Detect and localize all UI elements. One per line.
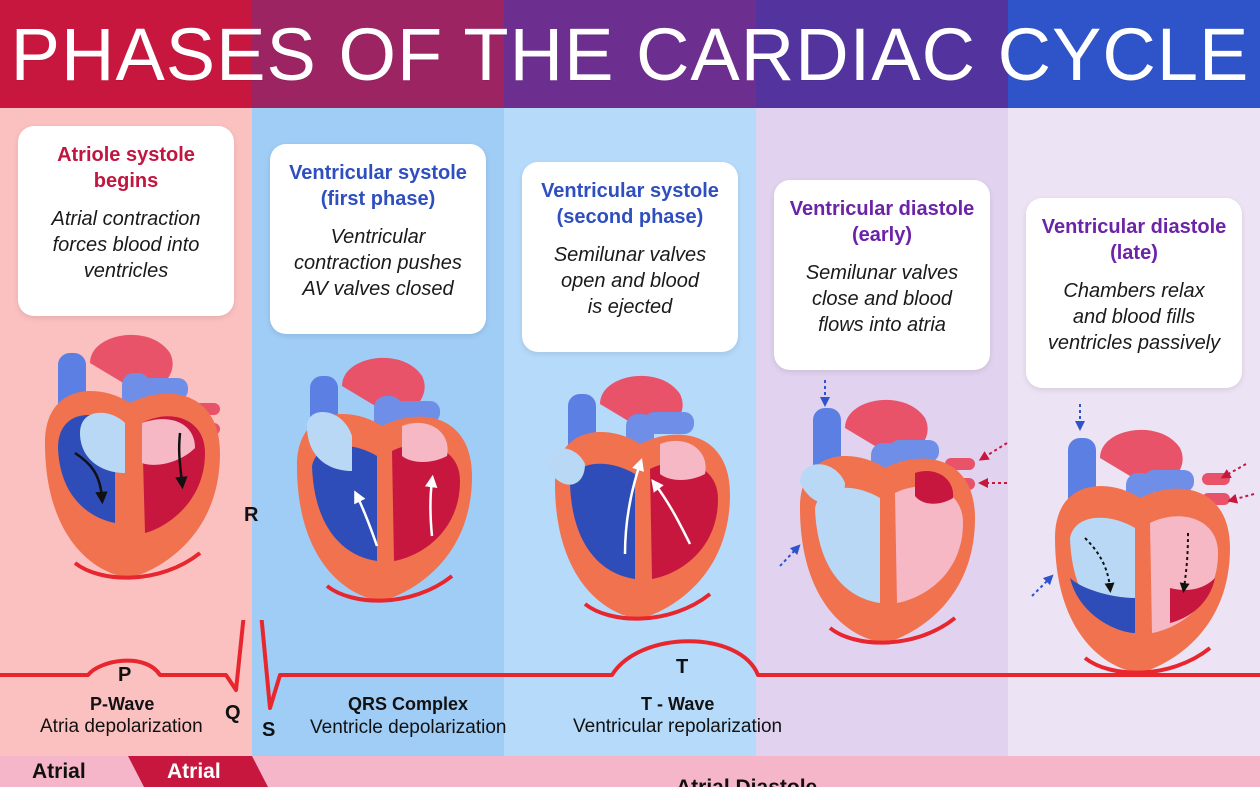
qrs-complex-label: QRS Complex	[348, 694, 469, 714]
phase-title: Atriole systole begins	[28, 142, 224, 194]
phase-card-5: Ventricular diastole (late) Chambers rel…	[1026, 198, 1242, 388]
phase-desc-line: ventricles passively	[1047, 332, 1221, 354]
banner-segment-2	[252, 0, 504, 108]
phase-title-line: (first phase)	[320, 188, 436, 210]
phase-card-2: Ventricular systole (first phase) Ventri…	[270, 144, 486, 334]
phase-card-1: Atriole systole begins Atrial contractio…	[18, 126, 234, 316]
phase-title-line: Ventricular diastole	[1041, 216, 1227, 238]
banner-segment-5	[1008, 0, 1260, 108]
phase-desc-line: ventricles	[83, 260, 169, 282]
banner-segment-4	[756, 0, 1008, 108]
title-banner	[0, 0, 1260, 108]
phase-title-line: Ventricular systole	[541, 180, 719, 202]
t-wave-description: Ventricular repolarization	[573, 716, 783, 737]
phase-title: Ventricular systole (second phase)	[532, 178, 728, 230]
phase-title-line: (early)	[851, 224, 913, 246]
phase-desc-line: flows into atria	[818, 314, 946, 336]
phase-desc-line: AV valves closed	[302, 278, 454, 300]
phase-desc-line: Chambers relax	[1063, 280, 1205, 302]
phase-title: Ventricular diastole (late)	[1036, 214, 1232, 266]
ecg-line	[0, 620, 1260, 710]
phase-card-4: Ventricular diastole (early) Semilunar v…	[774, 180, 990, 370]
heart-icon	[297, 357, 472, 603]
banner-segment-3	[504, 0, 756, 108]
heart-icon	[45, 334, 220, 580]
heart-icon	[545, 375, 730, 621]
phase-desc-line: Atrial contraction	[51, 208, 201, 230]
phase-desc-line: Ventricular	[330, 226, 426, 248]
phase-card-3: Ventricular systole (second phase) Semil…	[522, 162, 738, 352]
phase-desc-line: open and blood	[561, 270, 699, 292]
ecg-point-q: Q	[225, 702, 241, 724]
phase-desc-line: Semilunar valves	[553, 244, 707, 266]
phase-title-line: (late)	[1110, 242, 1158, 264]
phase-description: Atrial contraction forces blood into ven…	[28, 206, 224, 284]
phase-title-line: (second phase)	[556, 206, 704, 228]
phase-title-line: Ventricular diastole	[789, 198, 975, 220]
page-title: PHASES OF THE CARDIAC CYCLE	[10, 12, 1250, 96]
phase-title: Ventricular systole (first phase)	[280, 160, 476, 212]
heart-icon	[1031, 404, 1255, 675]
heart-illustrations	[45, 334, 1255, 675]
phase-desc-line: forces blood into	[52, 234, 200, 256]
phase-description: Semilunar valves open and blood is eject…	[532, 242, 728, 320]
bottom-label-atrial-2: Atrial	[167, 760, 221, 783]
phase-desc-line: close and blood	[811, 288, 953, 310]
phase-title-line: Ventricular systole	[289, 162, 467, 184]
ecg-point-r: R	[244, 504, 259, 526]
bottom-label-atrial-diastole: Atrial Diastole	[676, 776, 817, 787]
phase-description: Ventricular contraction pushes AV valves…	[280, 224, 476, 302]
phase-description: Semilunar valves close and blood flows i…	[784, 260, 980, 338]
phase-title-line: begins	[93, 170, 159, 192]
ecg-trace	[0, 620, 1260, 710]
p-wave-description: Atria depolarization	[40, 716, 203, 737]
ecg-point-t: T	[676, 656, 689, 678]
ecg-point-s: S	[262, 719, 276, 741]
p-wave-label: P-Wave	[90, 694, 155, 714]
phase-desc-line: is ejected	[587, 296, 673, 318]
qrs-complex-description: Ventricle depolarization	[310, 717, 507, 738]
bottom-phase-bar: Atrial Atrial Atrial Diastole	[0, 756, 1260, 787]
ecg-point-p: P	[118, 664, 132, 686]
phase-title-line: Atriole systole	[57, 144, 195, 166]
phase-desc-line: contraction pushes	[294, 252, 462, 274]
bottom-label-atrial-1: Atrial	[32, 760, 86, 783]
banner-segment-1	[0, 0, 252, 108]
phase-desc-line: and blood fills	[1072, 306, 1196, 328]
phase-title: Ventricular diastole (early)	[784, 196, 980, 248]
phase-description: Chambers relax and blood fills ventricle…	[1036, 278, 1232, 356]
bottom-atrial-shape	[128, 756, 268, 787]
t-wave-label: T - Wave	[641, 694, 715, 714]
phase-desc-line: Semilunar valves	[805, 262, 959, 284]
heart-icon	[779, 380, 1008, 645]
